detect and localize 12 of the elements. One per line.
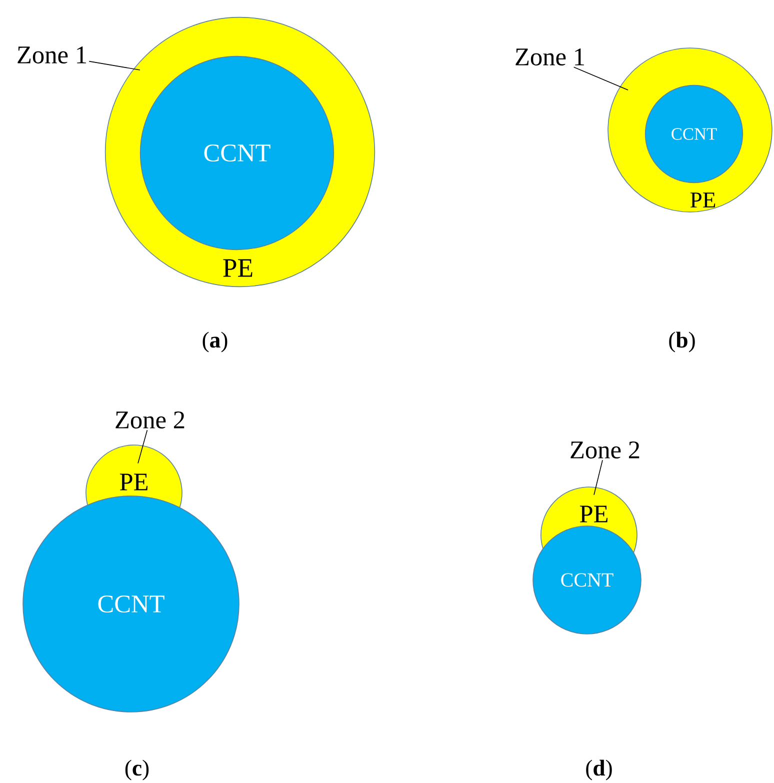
zone-label: Zone 1 bbox=[18, 46, 86, 64]
zone-label: Zone 2 bbox=[570, 442, 640, 458]
zone-label: Zone 2 bbox=[116, 412, 184, 428]
panel-label: (a) bbox=[202, 332, 228, 352]
leader-line bbox=[88, 60, 140, 70]
panel-label: (c) bbox=[125, 760, 149, 780]
panel-label: (b) bbox=[669, 332, 695, 352]
leader-line bbox=[573, 66, 628, 90]
leader-line bbox=[138, 430, 148, 464]
leader-line bbox=[594, 460, 603, 496]
zone-label: Zone 1 bbox=[516, 48, 584, 66]
panel-label: (d) bbox=[586, 760, 612, 780]
